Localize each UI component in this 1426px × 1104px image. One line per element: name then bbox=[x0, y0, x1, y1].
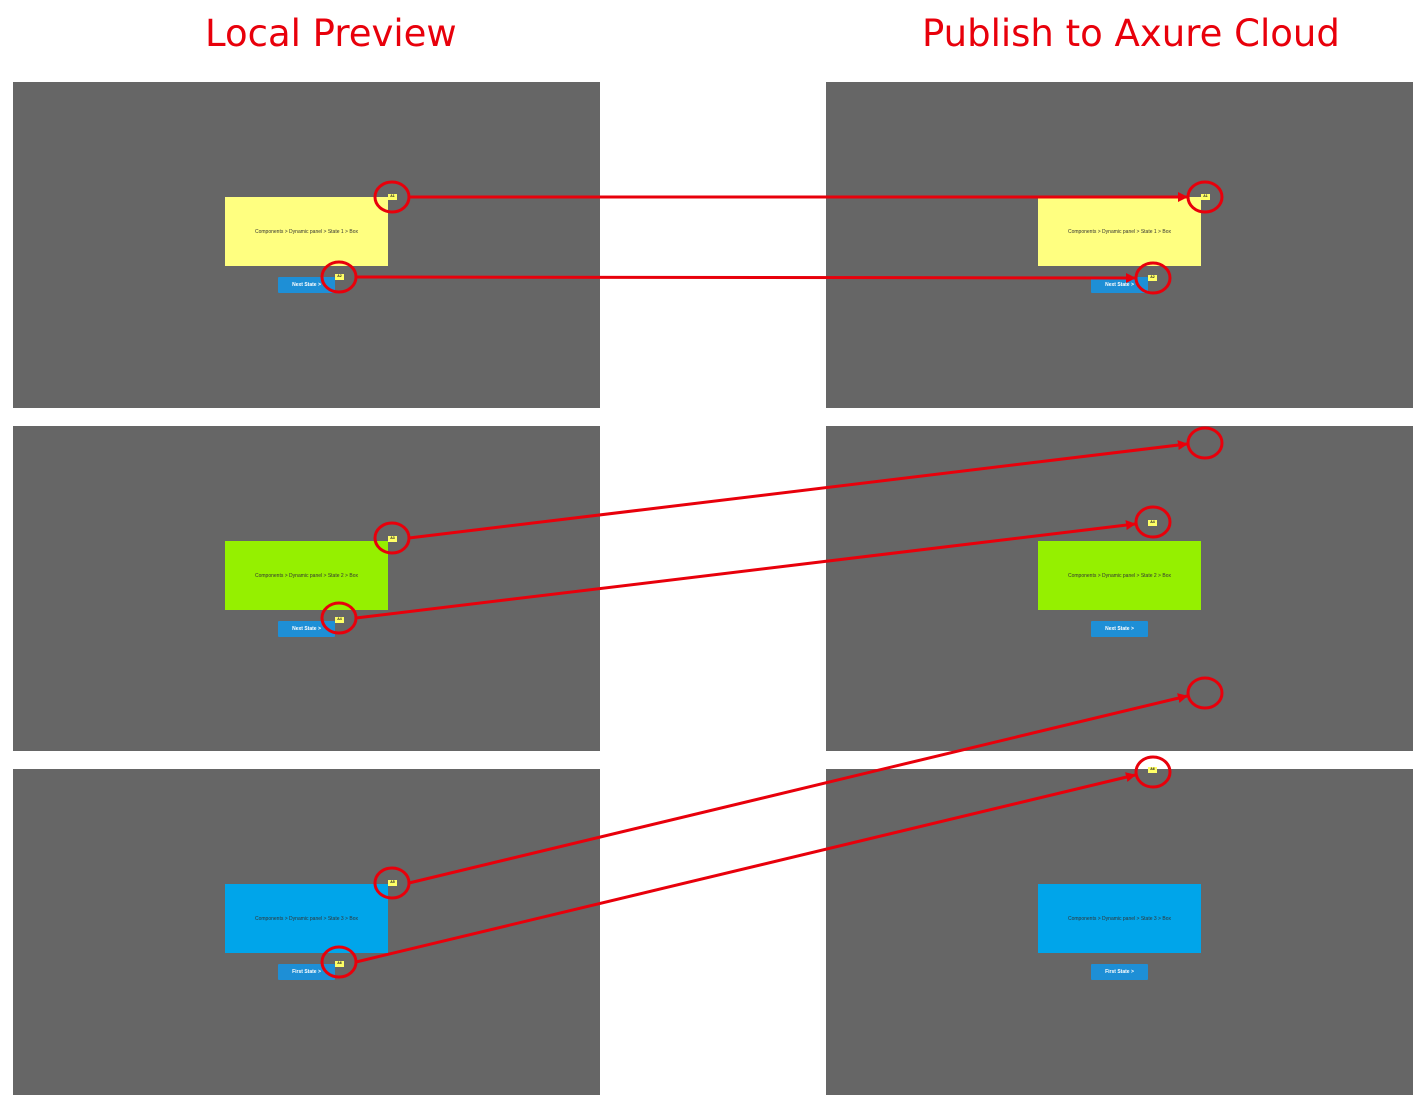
mapping-arrow bbox=[355, 520, 1136, 620]
cloud-preview-state-1: Components > Dynamic panel > State 1 > B… bbox=[826, 82, 1413, 408]
mapping-arrow bbox=[355, 272, 1136, 283]
local-preview-state-2: Components > Dynamic panel > State 2 > B… bbox=[13, 426, 600, 751]
next-state-button[interactable]: Next State > bbox=[278, 621, 335, 637]
footnote-marker: A3 bbox=[388, 536, 397, 542]
local-preview-state-3: Components > Dynamic panel > State 3 > B… bbox=[13, 769, 600, 1095]
state-box: Components > Dynamic panel > State 3 > B… bbox=[1038, 884, 1201, 953]
highlight-circle bbox=[320, 260, 358, 294]
state-box: Components > Dynamic panel > State 1 > B… bbox=[1038, 197, 1201, 266]
footnote-marker: A6 bbox=[335, 961, 344, 967]
first-state-button[interactable]: First State > bbox=[1091, 964, 1148, 980]
highlight-circle bbox=[320, 945, 358, 979]
next-state-button[interactable]: Next State > bbox=[1091, 621, 1148, 637]
cloud-preview-state-2: Components > Dynamic panel > State 2 > B… bbox=[826, 426, 1413, 751]
state-box: Components > Dynamic panel > State 2 > B… bbox=[1038, 541, 1201, 610]
highlight-circle bbox=[1186, 180, 1224, 214]
cloud-preview-state-3: Components > Dynamic panel > State 3 > B… bbox=[826, 767, 1413, 1095]
heading-publish-cloud: Publish to Axure Cloud bbox=[922, 12, 1340, 55]
state-box: Components > Dynamic panel > State 1 > B… bbox=[225, 197, 388, 266]
highlight-circle bbox=[1186, 676, 1224, 710]
heading-local-preview: Local Preview bbox=[205, 12, 457, 55]
footnote-marker: A4 bbox=[335, 617, 344, 623]
highlight-circle bbox=[1134, 505, 1172, 539]
highlight-circle bbox=[1134, 755, 1172, 789]
footnote-marker: A5 bbox=[388, 880, 397, 886]
highlight-circle bbox=[1134, 261, 1172, 295]
first-state-button[interactable]: First State > bbox=[278, 964, 335, 980]
footnote-marker: A2 bbox=[335, 274, 344, 280]
footnote-marker: A6 bbox=[1148, 767, 1157, 773]
mapping-arrow bbox=[408, 440, 1188, 540]
highlight-circle bbox=[373, 180, 411, 214]
next-state-button[interactable]: Next State > bbox=[278, 277, 335, 293]
footnote-marker: A1 bbox=[1201, 194, 1210, 200]
local-preview-state-1: Components > Dynamic panel > State 1 > B… bbox=[13, 82, 600, 408]
state-box: Components > Dynamic panel > State 2 > B… bbox=[225, 541, 388, 610]
mapping-arrow bbox=[408, 693, 1188, 885]
highlight-circle bbox=[320, 601, 358, 635]
mapping-arrow bbox=[355, 772, 1136, 964]
state-box: Components > Dynamic panel > State 3 > B… bbox=[225, 884, 388, 953]
footnote-marker: A4 bbox=[1148, 520, 1157, 526]
highlight-circle bbox=[373, 866, 411, 900]
highlight-circle bbox=[373, 521, 411, 555]
footnote-marker: A2 bbox=[1148, 275, 1157, 281]
highlight-circle bbox=[1186, 426, 1224, 460]
footnote-marker: A1 bbox=[388, 194, 397, 200]
